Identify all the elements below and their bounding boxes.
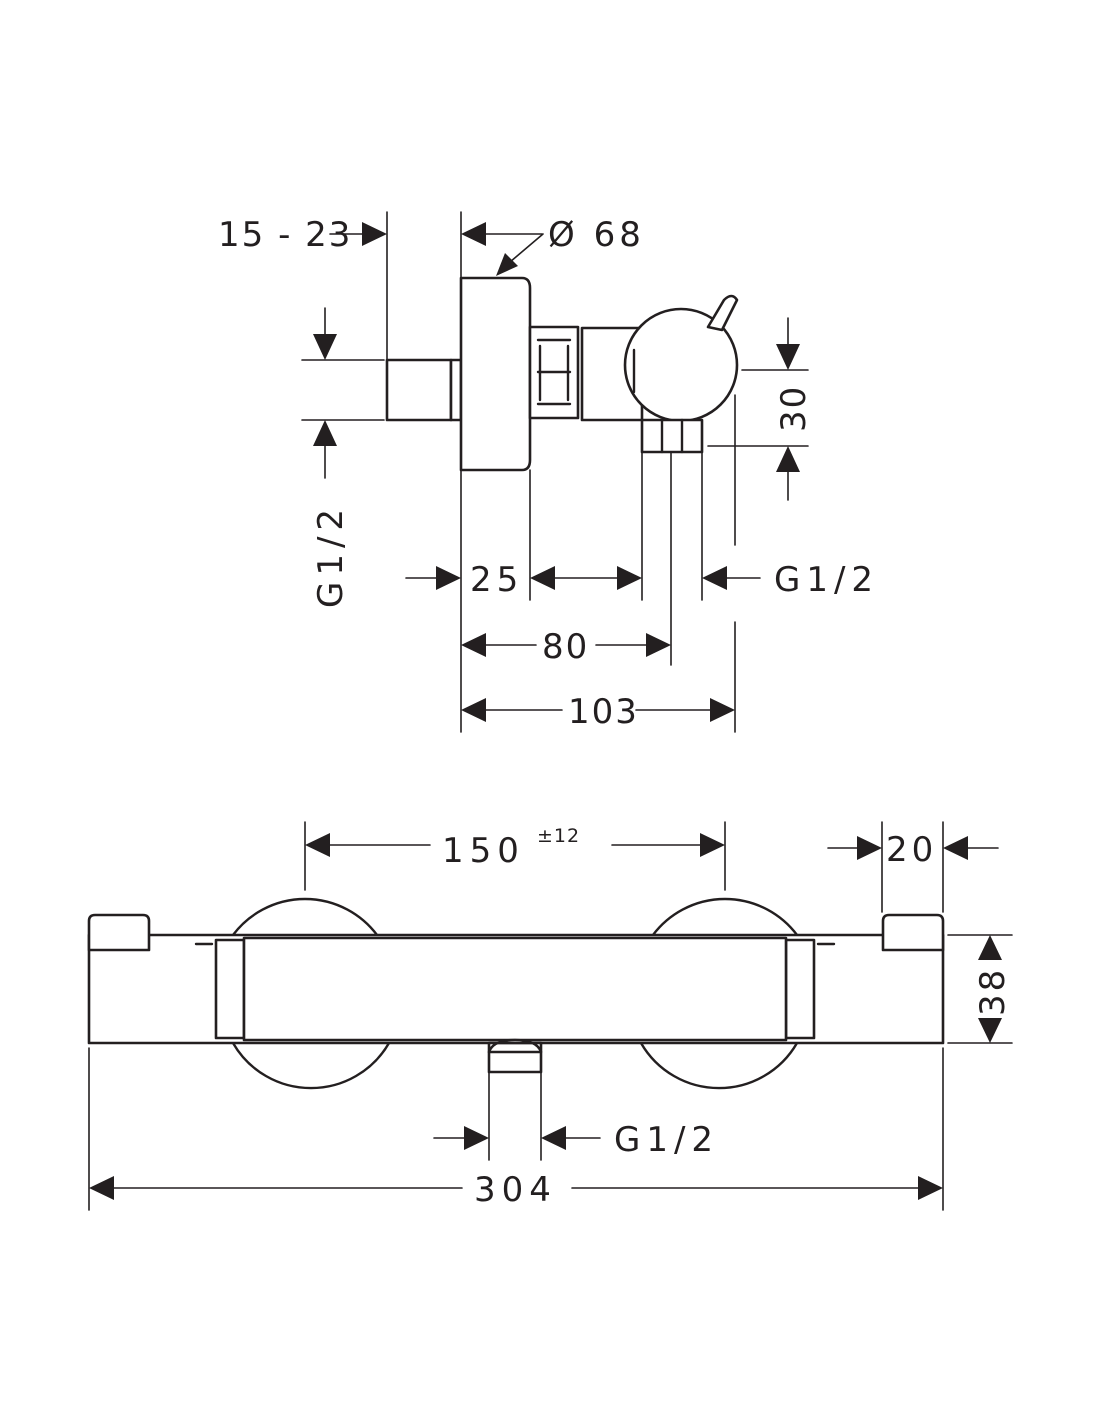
dim-depth-80: 80 <box>461 627 671 667</box>
dim-inlet-thread: G1/2 <box>311 307 351 608</box>
side-extension-lines <box>301 211 809 733</box>
arrowhead <box>776 446 800 472</box>
arrowhead <box>464 1126 489 1150</box>
dim-offset-label: 15 - 23 <box>218 215 352 255</box>
dim-height: 30 <box>774 317 814 501</box>
dim-centres-label: 150 <box>442 831 525 871</box>
arrowhead <box>978 935 1002 960</box>
side-mixer-body <box>385 276 739 472</box>
arrowhead <box>943 836 968 860</box>
arrowhead <box>530 566 555 590</box>
arrowhead <box>362 222 387 246</box>
dim-total-width: 304 <box>89 1170 943 1210</box>
arrowhead <box>436 566 461 590</box>
dim-depth-25-label: 25 <box>470 560 523 600</box>
arrowhead <box>461 222 486 246</box>
arrowhead <box>461 633 486 657</box>
arrowhead <box>541 1126 566 1150</box>
arrowhead <box>978 1018 1002 1043</box>
dim-total-width-label: 304 <box>474 1170 557 1210</box>
arrowhead <box>496 253 518 276</box>
arrowhead <box>313 334 337 360</box>
arrowhead <box>89 1176 114 1200</box>
front-mixer-body <box>87 897 945 1090</box>
front-extension-lines <box>88 821 1013 1211</box>
arrowhead <box>305 833 330 857</box>
arrowhead <box>710 698 735 722</box>
arrowhead <box>313 420 337 446</box>
dim-height-label: 30 <box>774 385 814 432</box>
arrowhead <box>918 1176 943 1200</box>
dim-body-height: 38 <box>973 935 1013 1043</box>
dim-outlet-thread-side: G1/2 <box>702 560 879 600</box>
arrowhead <box>776 344 800 370</box>
dim-offset: 15 - 23 <box>218 215 387 255</box>
side-view: 15 - 23 Ø 68 G1/2 30 <box>218 211 879 733</box>
front-view: 150 ±12 20 38 G1/2 <box>87 821 1013 1211</box>
dim-depth-103-label: 103 <box>568 692 639 732</box>
dim-body-height-label: 38 <box>973 967 1013 1016</box>
arrowhead <box>702 566 727 590</box>
dim-centres: 150 ±12 <box>305 825 725 871</box>
dim-outlet-thread-front-label: G1/2 <box>614 1120 719 1160</box>
dim-end-20: 20 <box>827 830 999 870</box>
arrowhead <box>461 698 486 722</box>
dim-diameter-label: Ø 68 <box>548 215 645 255</box>
dim-outlet-thread-side-label: G1/2 <box>774 560 879 600</box>
dim-depth-25: 25 <box>405 560 642 600</box>
dim-inlet-thread-label: G1/2 <box>311 503 351 608</box>
dim-centres-tolerance: ±12 <box>537 825 580 847</box>
arrowhead <box>617 566 642 590</box>
dim-depth-80-label: 80 <box>542 627 589 667</box>
dim-outlet-thread-front: G1/2 <box>433 1120 719 1160</box>
dim-depth-103: 103 <box>461 692 735 732</box>
dim-diameter: Ø 68 <box>461 215 645 276</box>
arrowhead <box>857 836 882 860</box>
arrowhead <box>700 833 725 857</box>
dim-end-20-label: 20 <box>886 830 937 870</box>
arrowhead <box>646 633 671 657</box>
